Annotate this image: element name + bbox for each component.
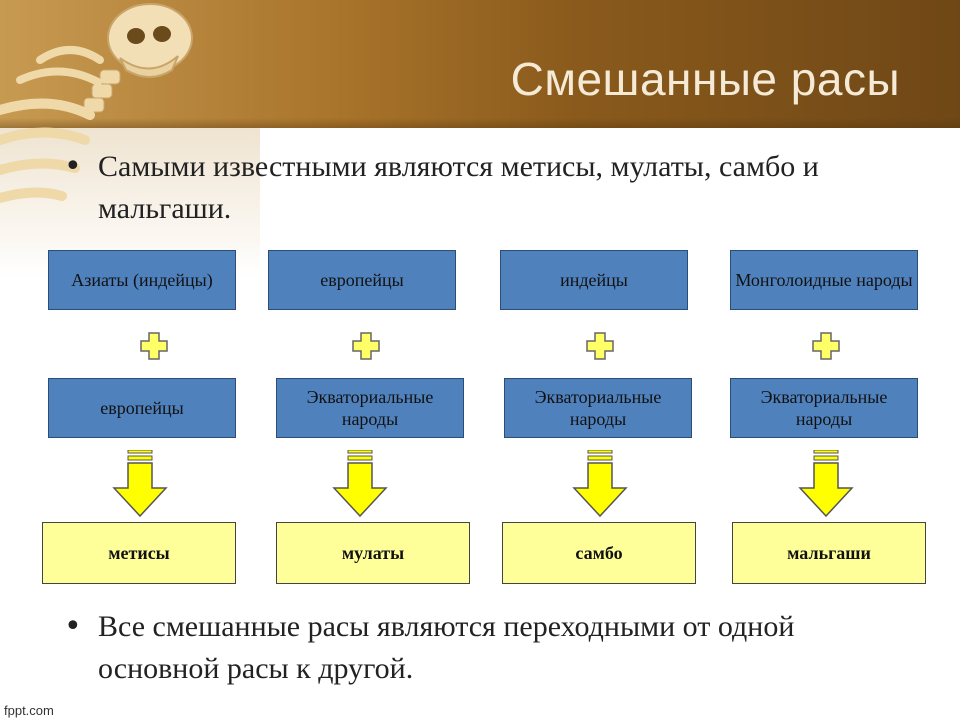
bullet-dot-icon: • (64, 149, 82, 184)
plus-icon (586, 332, 614, 360)
result-box-4: мальгаши (732, 522, 926, 584)
plus-icon (812, 332, 840, 360)
plus-icon (140, 332, 168, 360)
result-box-2: мулаты (276, 522, 470, 584)
bottom-box-2: Экваториальные народы (276, 378, 464, 438)
top-box-1: Азиаты (индейцы) (48, 250, 236, 310)
top-box-4: Монголоидные народы (730, 250, 918, 310)
bullet-intro: • Самыми известными являются метисы, мул… (64, 146, 878, 230)
result-box-3: самбо (502, 522, 696, 584)
bullet-conclusion-text: Все смешанные расы являются переходными … (98, 610, 795, 685)
bottom-box-3: Экваториальные народы (504, 378, 692, 438)
slide-title: Смешанные расы (510, 53, 900, 105)
bottom-box-1: европейцы (48, 378, 236, 438)
skeleton-image (0, 3, 193, 203)
bullet-conclusion: • Все смешанные расы являются переходным… (64, 606, 878, 690)
result-box-1: метисы (42, 522, 236, 584)
top-box-3: индейцы (500, 250, 688, 310)
down-arrow-icon (798, 450, 854, 518)
footer-watermark: fppt.com (4, 703, 54, 718)
bullet-dot-icon: • (64, 609, 82, 644)
bullet-intro-text: Самыми известными являются метисы, мулат… (98, 150, 819, 225)
top-box-2: европейцы (268, 250, 456, 310)
down-arrow-icon (112, 450, 168, 518)
down-arrow-icon (332, 450, 388, 518)
plus-icon (352, 332, 380, 360)
down-arrow-icon (572, 450, 628, 518)
bottom-box-4: Экваториальные народы (730, 378, 918, 438)
